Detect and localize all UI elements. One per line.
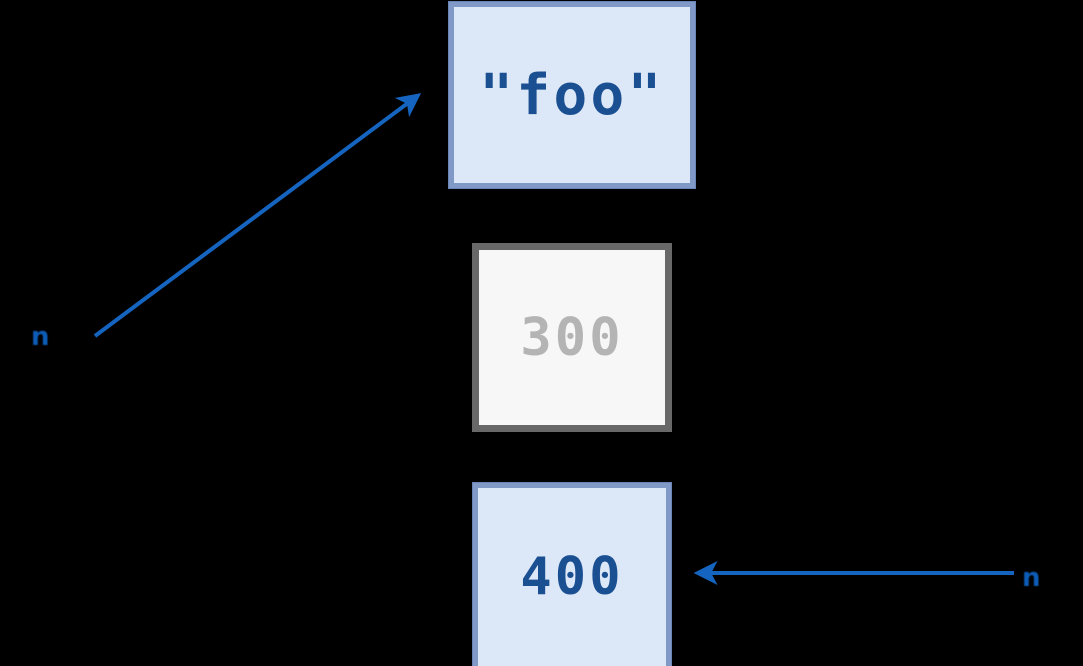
value-box-foo-text: "foo" (479, 62, 665, 128)
arrow-left-to-foo (93, 93, 422, 338)
value-box-400[interactable]: 400 (473, 483, 671, 666)
variable-label-left: n (31, 322, 50, 352)
value-box-foo[interactable]: "foo" (449, 2, 695, 188)
variable-label-right: n (1022, 563, 1041, 593)
value-box-400-text: 400 (520, 547, 624, 607)
value-box-300-text: 300 (520, 307, 624, 368)
value-box-300[interactable]: 300 (472, 243, 672, 432)
